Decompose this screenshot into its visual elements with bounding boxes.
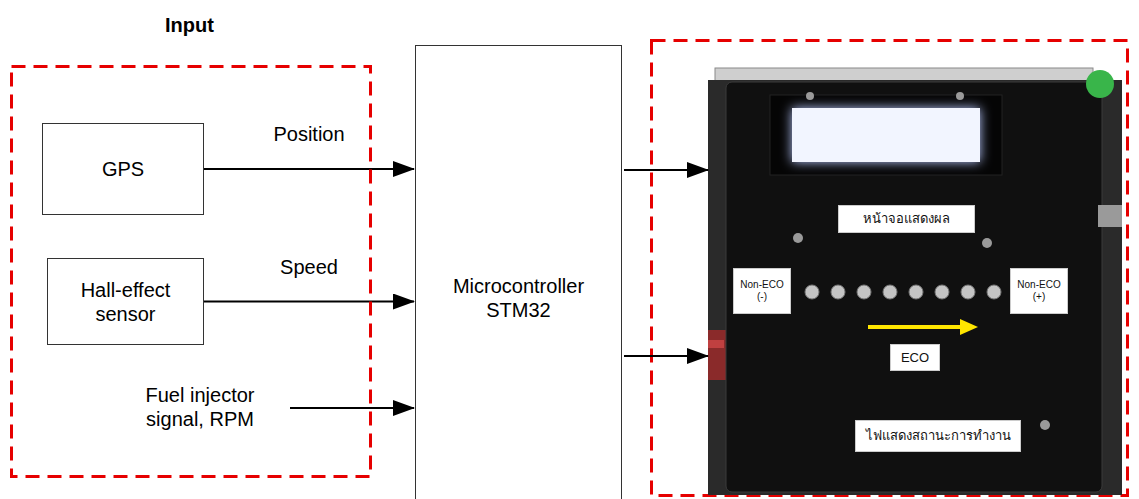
photo-top-bar: [715, 68, 1093, 82]
led-row: [805, 285, 1001, 299]
screw: [793, 233, 803, 243]
device-panel: [726, 82, 1102, 492]
photo-label: Non-ECO (-): [733, 268, 791, 314]
node-text: ไฟแสดงสถานะการทำงาน: [859, 428, 1017, 444]
signal-connector: [204, 168, 414, 170]
node-text: Non-ECO (-): [737, 279, 787, 303]
region-heading: Input: [165, 13, 214, 37]
lcd-screen: [792, 108, 980, 162]
screw: [982, 238, 992, 248]
photo-wire: [708, 340, 724, 348]
photo-ground: [708, 80, 1122, 495]
screw: [956, 92, 964, 100]
node-text: ECO: [894, 350, 936, 366]
output-region: [652, 41, 1128, 496]
photo-green-ball: [1086, 70, 1114, 98]
node-text: Hall-effect sensor: [54, 278, 197, 326]
photo-label: หน้าจอแสดงผล: [838, 205, 975, 233]
led: [857, 285, 871, 299]
photo-label: Non-ECO (+): [1010, 268, 1068, 314]
connector-group: [204, 169, 414, 302]
photo-label: ECO: [890, 344, 940, 371]
controller-box: Microcontroller STM32: [415, 45, 622, 499]
node-text: Microcontroller STM32: [422, 274, 615, 322]
photo-connector: [1098, 205, 1122, 227]
node-text: หน้าจอแสดงผล: [842, 211, 971, 227]
signal-label: Fuel injector signal, RPM: [125, 383, 275, 431]
screw: [806, 92, 814, 100]
photo-label: ไฟแสดงสถานะการทำงาน: [855, 420, 1021, 452]
sensor-box: Hall-effect sensor: [47, 258, 204, 345]
edge-label: Position: [273, 122, 344, 146]
signal-connector: [204, 301, 414, 303]
led: [831, 285, 845, 299]
led: [987, 285, 1001, 299]
lcd-glow: [792, 108, 980, 162]
output-arrow: [624, 169, 708, 171]
led: [961, 285, 975, 299]
output-arrow: [624, 355, 708, 357]
signal-arrow: [290, 407, 414, 409]
region-outline: [12, 67, 371, 477]
sensor-box: GPS: [42, 123, 204, 215]
node-text: Non-ECO (+): [1014, 279, 1064, 303]
lcd-bezel: [770, 95, 1002, 175]
led: [935, 285, 949, 299]
eco-arrow-head: [960, 319, 978, 335]
eco-arrow: [868, 325, 962, 329]
screw: [1040, 420, 1050, 430]
led: [909, 285, 923, 299]
edge-label: Speed: [280, 255, 338, 279]
led: [805, 285, 819, 299]
led: [883, 285, 897, 299]
node-text: GPS: [49, 157, 197, 181]
